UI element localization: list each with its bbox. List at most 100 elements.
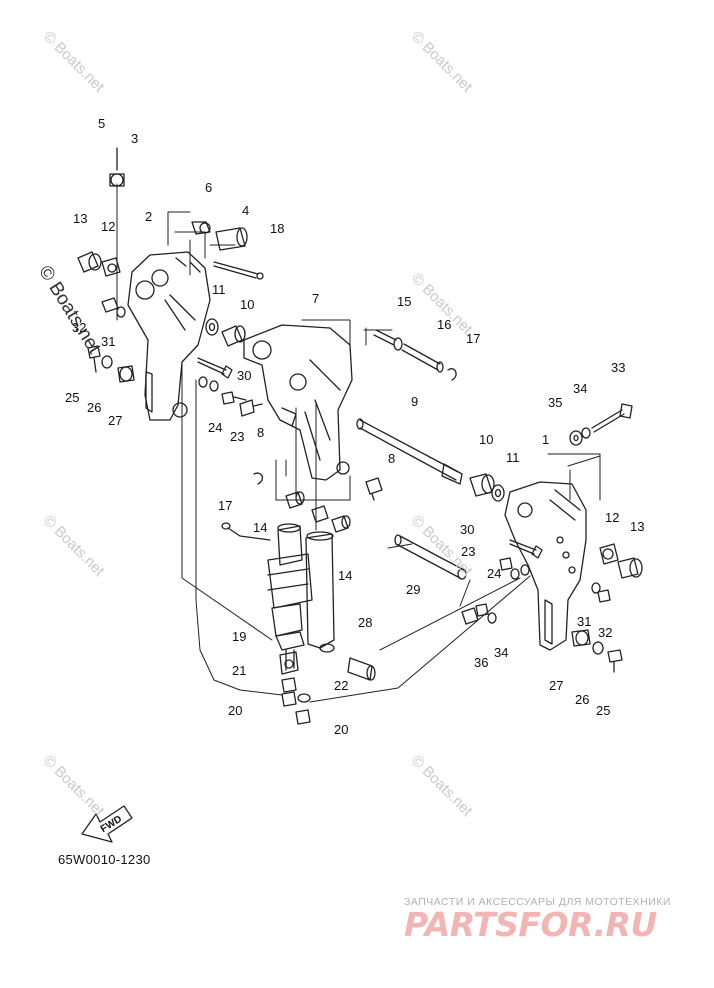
callout-c-32b: 32 xyxy=(598,625,612,640)
washer-35 xyxy=(569,430,583,446)
bolt-20b xyxy=(295,709,311,725)
callout-c-19: 19 xyxy=(232,629,246,644)
bushing-27a xyxy=(117,365,135,383)
bushing-13 xyxy=(77,251,102,273)
nut-36 xyxy=(461,603,489,625)
callout-c-3a: 3 xyxy=(131,131,138,146)
callout-c-7: 7 xyxy=(312,291,319,306)
callout-c-25b: 25 xyxy=(596,703,610,718)
washer-34a xyxy=(581,427,591,439)
callout-c-11a: 11 xyxy=(212,282,226,297)
washer-24b xyxy=(510,564,530,580)
callout-c-5a: 5 xyxy=(98,116,105,131)
tilt-tube-9 xyxy=(356,418,463,485)
promo-subtitle: ЗАПЧАСТИ И АКСЕССУАРЫ ДЛЯ МОТОТЕХНИКИ xyxy=(404,896,671,908)
callout-c-24a: 24 xyxy=(208,420,222,435)
callout-c-29: 29 xyxy=(406,582,420,597)
callout-c-12b: 12 xyxy=(605,510,619,525)
swivel-bracket-7 xyxy=(243,324,353,481)
callout-c-23b: 23 xyxy=(461,544,475,559)
callout-c-30a: 30 xyxy=(237,368,251,383)
bolt-25a xyxy=(87,345,101,373)
grease-nipple-23b xyxy=(499,557,513,571)
pin-16 xyxy=(401,343,444,373)
washer-31b xyxy=(591,582,601,594)
callout-c-31b: 31 xyxy=(577,614,591,629)
callout-c-17b: 17 xyxy=(218,498,232,513)
bolt-33 xyxy=(591,403,633,433)
callout-c-8b: 8 xyxy=(388,451,395,466)
callout-c-23a: 23 xyxy=(230,429,244,444)
callout-c-4: 4 xyxy=(242,203,249,218)
callout-c-27a: 27 xyxy=(108,413,122,428)
grease-nipple-23a xyxy=(221,391,247,405)
callout-c-10a: 10 xyxy=(240,297,254,312)
pin-15 xyxy=(373,329,403,351)
fwd-arrow xyxy=(81,805,133,843)
shaft-29 xyxy=(394,534,467,580)
bolt-30a xyxy=(197,357,233,379)
nut-12b xyxy=(599,543,619,565)
callout-c-8a: 8 xyxy=(257,425,264,440)
callout-c-33: 33 xyxy=(611,360,625,375)
callout-c-15: 15 xyxy=(397,294,411,309)
callout-c-24b: 24 xyxy=(487,566,501,581)
cylinder-wire xyxy=(221,522,271,541)
callout-c-18: 18 xyxy=(270,221,284,236)
bolt-25b xyxy=(607,649,623,673)
promo-logo: PARTSFOR.RU xyxy=(404,905,657,944)
callout-c-34a: 34 xyxy=(573,381,587,396)
callout-c-17a: 17 xyxy=(466,331,480,346)
callout-c-26b: 26 xyxy=(575,692,589,707)
callout-c-13a: 13 xyxy=(73,211,87,226)
washer-11a xyxy=(205,318,219,336)
callout-c-26a: 26 xyxy=(87,400,101,415)
right-clamp-bracket xyxy=(504,481,587,651)
nipple-8b xyxy=(365,477,383,501)
callout-c-14a: 14 xyxy=(253,520,267,535)
left-clamp-bracket xyxy=(127,251,211,421)
screw-21 xyxy=(281,677,297,693)
callout-c-13b: 13 xyxy=(630,519,644,534)
callout-c-21: 21 xyxy=(232,663,246,678)
callout-c-2: 2 xyxy=(145,209,152,224)
callout-c-28: 28 xyxy=(358,615,372,630)
collar-14b xyxy=(311,505,351,533)
nut-32b xyxy=(597,589,611,603)
callout-c-11b: 11 xyxy=(506,450,520,465)
clip-17a xyxy=(447,368,457,381)
bushing-13b xyxy=(617,557,643,579)
bushing-10a xyxy=(221,325,246,347)
callout-c-20a: 20 xyxy=(228,703,242,718)
washer-26b xyxy=(592,641,604,655)
tilt-cylinder xyxy=(267,523,335,671)
callout-c-6: 6 xyxy=(205,180,212,195)
callout-c-12a: 12 xyxy=(101,219,115,234)
nut-12 xyxy=(101,257,121,277)
callout-c-16: 16 xyxy=(437,317,451,332)
nipple-8a xyxy=(239,399,263,417)
callout-c-27b: 27 xyxy=(549,678,563,693)
bolt-5 xyxy=(109,147,125,187)
callout-c-22: 22 xyxy=(334,678,348,693)
sleeve-4 xyxy=(215,227,248,251)
callout-c-34b: 34 xyxy=(494,645,508,660)
leader-lines xyxy=(116,183,601,703)
callout-c-1: 1 xyxy=(542,432,549,447)
callout-c-36: 36 xyxy=(474,655,488,670)
callout-c-14b: 14 xyxy=(338,568,352,583)
bushing-10b xyxy=(469,473,495,497)
rod-18 xyxy=(213,261,264,280)
callout-c-30b: 30 xyxy=(460,522,474,537)
callout-c-25a: 25 xyxy=(65,390,79,405)
bushing-27b xyxy=(571,629,591,647)
callout-c-31a: 31 xyxy=(101,334,115,349)
bolt-30b xyxy=(509,539,543,559)
washer-26a xyxy=(101,355,113,369)
washer-24a xyxy=(198,376,219,392)
bolt-20a xyxy=(281,691,297,707)
callout-c-9: 9 xyxy=(411,394,418,409)
sleeve-28 xyxy=(347,657,376,681)
